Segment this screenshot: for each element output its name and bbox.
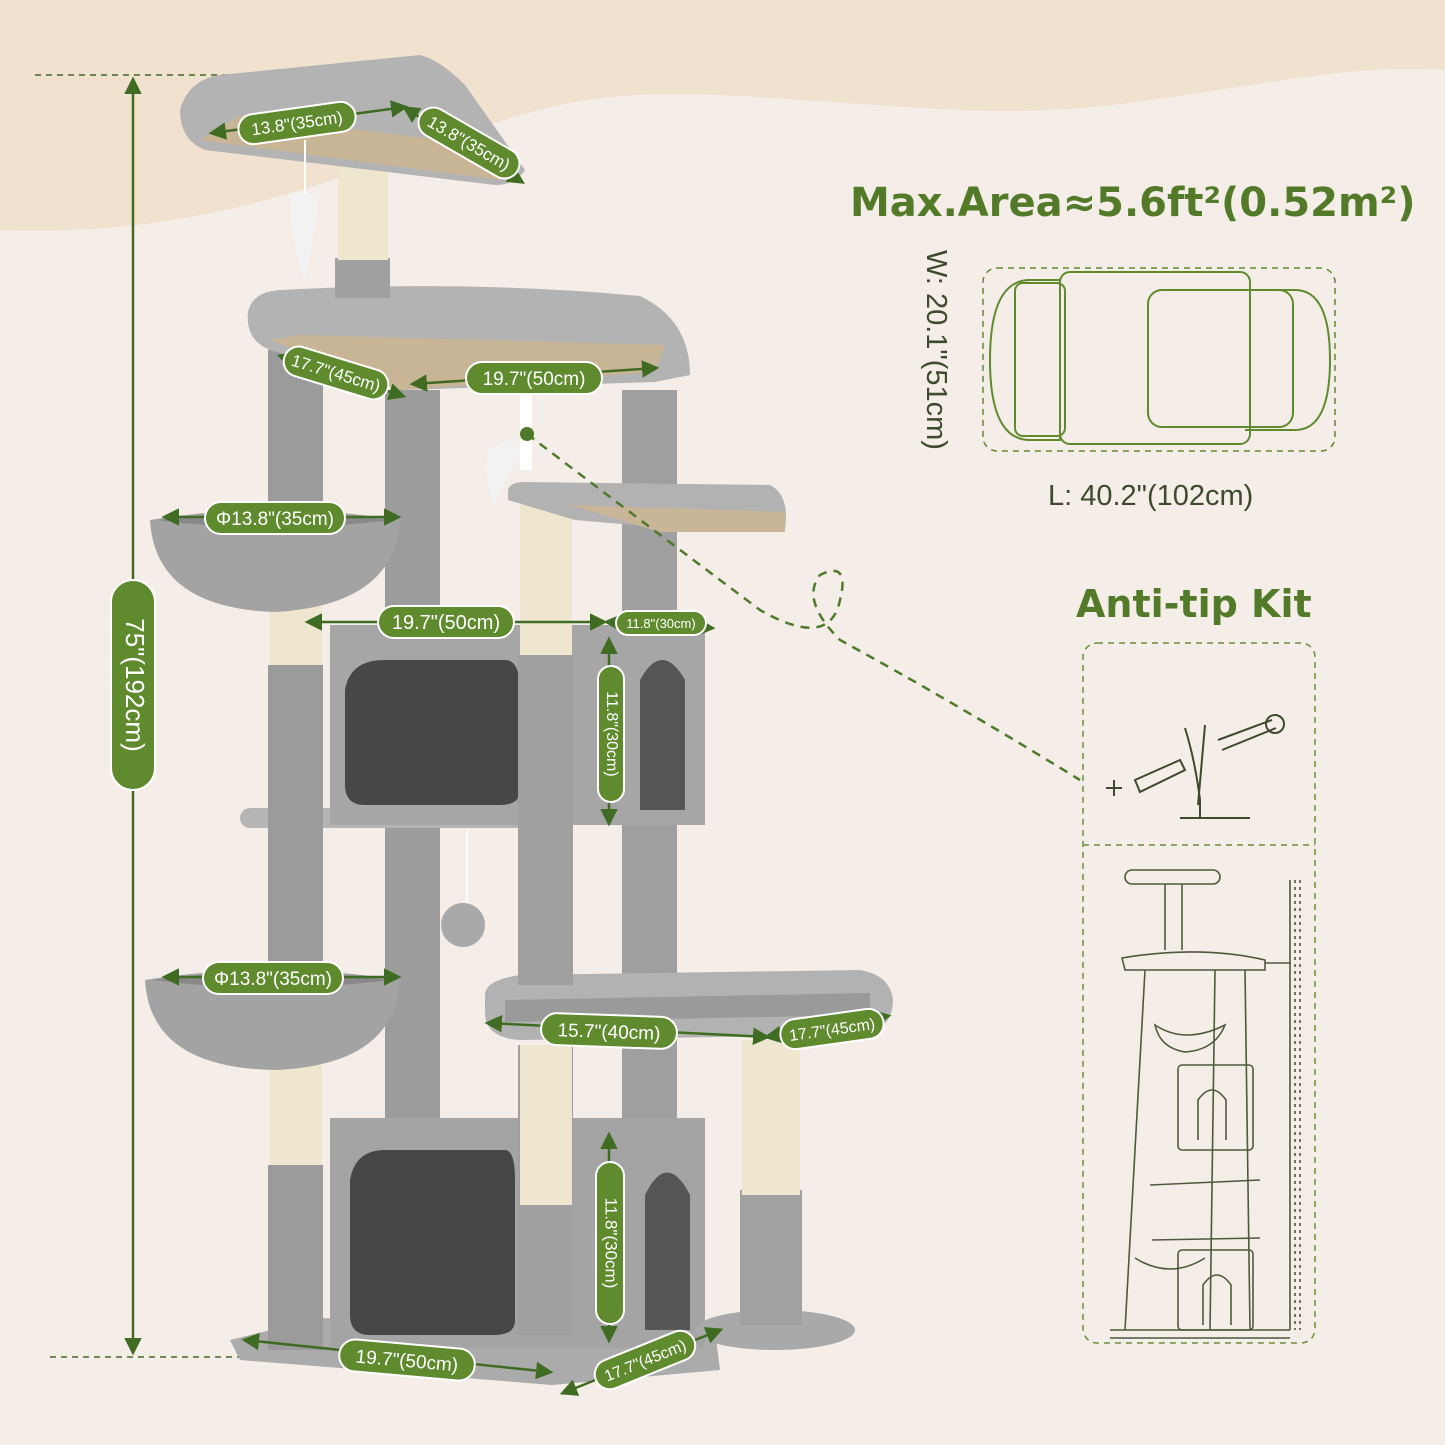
- dim-label: 11.8"(30cm): [626, 616, 695, 631]
- total-height-label: 75"(192cm): [120, 618, 150, 752]
- dim-label: 15.7"(40cm): [557, 1020, 661, 1045]
- hanging-ball: [441, 903, 485, 947]
- sisal-side: [742, 1040, 800, 1195]
- dim-label: 11.8"(30cm): [603, 691, 620, 776]
- hanging-mouse: [486, 441, 520, 505]
- anti-tip-hardware: [1106, 714, 1285, 819]
- upper-condo-door: [640, 660, 685, 810]
- max-area-title: Max.Area≈5.6ft²(0.52m²): [850, 180, 1416, 226]
- sisal-mid: [520, 500, 572, 655]
- dim-label: 19.7"(50cm): [392, 612, 500, 634]
- post-side: [740, 1190, 802, 1325]
- post-lower-left: [268, 1165, 323, 1350]
- post-mid: [518, 655, 573, 985]
- cat-tree: [145, 55, 893, 1385]
- dim-label: 19.7"(50cm): [483, 369, 586, 390]
- dim-label: 11.8"(30cm): [602, 1198, 621, 1289]
- anti-tip-panel: [1082, 642, 1316, 1344]
- post-top: [335, 258, 390, 298]
- top-background-band: [0, 0, 1445, 231]
- lower-basket: [145, 970, 400, 1070]
- sisal-lower-mid: [520, 1045, 572, 1205]
- footprint-length-label: L: 40.2"(102cm): [1048, 480, 1254, 512]
- post-left-mid: [268, 665, 323, 990]
- upper-condo-opening: [345, 660, 520, 805]
- top-hanging-mouse: [290, 193, 319, 280]
- post: [622, 810, 677, 1120]
- dim-label: Φ13.8"(35cm): [214, 969, 332, 990]
- lower-condo-opening: [350, 1150, 515, 1335]
- dim-label: Φ13.8"(35cm): [216, 509, 334, 530]
- side-base: [695, 1310, 855, 1350]
- footprint-width-label: W: 20.1"(51cm): [920, 250, 952, 450]
- lower-condo-door: [645, 1172, 690, 1330]
- anti-tip-kit-title: Anti-tip Kit: [1076, 582, 1312, 626]
- callout-connector: [526, 433, 1081, 782]
- footprint-diagram: [982, 267, 1336, 452]
- label-pills: [110, 100, 885, 1391]
- sisal-top: [338, 155, 388, 260]
- upper-basket: [150, 510, 400, 612]
- anti-tip-tree-lineart: [1110, 869, 1301, 1339]
